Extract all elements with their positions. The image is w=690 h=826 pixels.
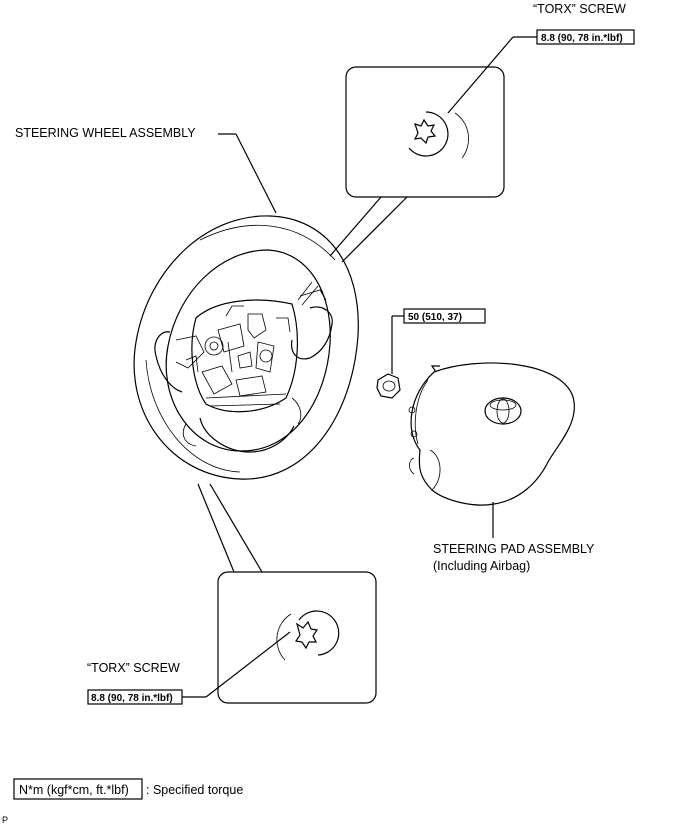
nut-torque-value: 50 (510, 37) [408, 312, 462, 323]
torque-box-bottom: 8.8 (90, 78 in.*lbf) [87, 689, 183, 705]
torque-box-top: 8.8 (90, 78 in.*lbf) [536, 29, 635, 45]
steering-pad-label: STEERING PAD ASSEMBLY [433, 542, 595, 556]
legend-description: : Specified torque [146, 783, 243, 797]
legend: N*m (kgf*cm, ft.*lbf) : Specified torque [13, 778, 243, 800]
figure-code: P [2, 815, 8, 825]
legend-unit: N*m (kgf*cm, ft.*lbf) [19, 783, 129, 797]
torx-screw-top-label: “TORX” SCREW [533, 2, 626, 16]
steering-pad-assembly [408, 362, 575, 506]
steering-wheel-label: STEERING WHEEL ASSEMBLY [15, 126, 196, 140]
torque-top-value: 8.8 (90, 78 in.*lbf) [541, 33, 623, 44]
detail-box-bottom [217, 571, 377, 704]
torque-bottom-value: 8.8 (90, 78 in.*lbf) [91, 693, 173, 704]
torx-screw-bottom-icon [276, 610, 340, 661]
nut-torque-box: 50 (510, 37) [403, 308, 486, 324]
torx-screw-bottom-label: “TORX” SCREW [87, 661, 180, 675]
detail-box-top [345, 66, 505, 198]
nut-icon [376, 373, 401, 399]
steering-pad-sublabel: (Including Airbag) [433, 559, 530, 573]
steering-wheel-assembly [133, 215, 359, 480]
torx-screw-top-icon [408, 111, 469, 159]
toyota-emblem-icon [484, 397, 522, 425]
